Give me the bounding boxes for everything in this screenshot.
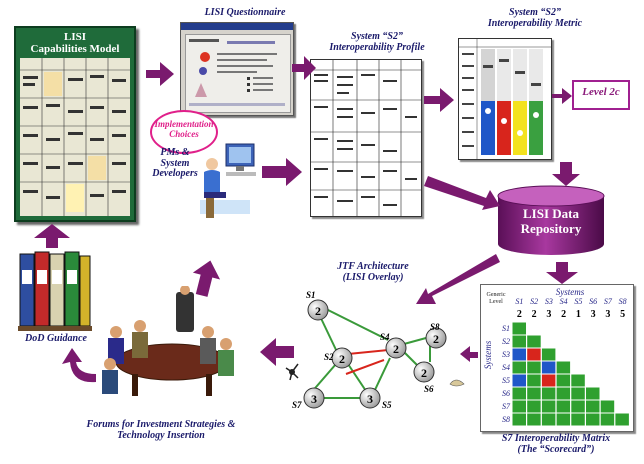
generic-level: 3 [590,309,596,320]
row-s2: S2 [502,337,510,346]
questionnaire-titlebar [181,23,293,30]
node-s1-value: 2 [315,304,321,318]
metric-grid [459,39,551,159]
lisi-model-title: LISI Capabilities Model [30,31,120,55]
row-s4: S4 [502,363,510,372]
generic-level: 3 [605,309,611,320]
meeting-scene [102,286,234,396]
node-s7-value: 3 [311,392,317,406]
generic-level: 2 [531,309,537,320]
scorecard-systems-label: Systems [555,287,585,297]
column-s2: S2 [530,297,539,306]
profile-title: System “S2” Interoperability Profile [329,31,425,53]
arrow-right-icon [552,88,572,104]
node-s5-label: S5 [382,400,392,410]
scorecard-row-labels: S1 S2 S3 S4 S5 S6 S7 S8 [494,322,510,426]
metric-title: System “S2” Interoperability Metric [487,7,583,29]
developers-label: PMs & System Developers [152,147,198,179]
node-s4-value: 2 [433,332,439,346]
architecture-graph [285,299,465,409]
lisi-model-grid [20,58,130,216]
node-s1-label: S1 [306,290,316,300]
generic-level: 2 [516,309,522,320]
row-s8: S8 [502,415,510,424]
row-s5: S5 [502,376,510,385]
arrow-right-icon [262,158,302,186]
arrow-right-icon [146,62,174,86]
architecture-title: JTF Architecture (LISI Overlay) [337,261,409,283]
questionnaire-window [180,22,294,116]
node-s6-value: 2 [421,366,427,380]
arrow-diagonal-icon [424,176,500,210]
arrow-down-icon [546,262,578,284]
developer-at-computer-icon [200,143,256,218]
node-s4-label: S4 [380,332,390,342]
scorecard-matrix [512,322,630,426]
dod-guidance-label: DoD Guidance [25,333,87,344]
arrow-down-icon [552,162,580,186]
node-s2-label: S2 [324,352,334,362]
scorecard-side-label: Systems [483,340,493,370]
data-repository-label: LISI Data Repository [520,206,582,236]
forums-caption: Forums for Investment Strategies & Techn… [86,419,236,441]
column-s4: S4 [559,297,568,306]
column-s7: S7 [603,297,612,306]
row-s3: S3 [502,350,510,359]
generic-level: 3 [546,309,552,320]
level-value: Level 2c [582,86,620,98]
row-s6: S6 [502,389,510,398]
questionnaire-form [189,39,285,106]
dod-guidance-binders [18,251,92,331]
arrow-up-icon [34,224,70,248]
column-s3: S3 [544,297,553,306]
node-s7-label: S7 [292,400,302,410]
node-s5-value: 3 [367,392,373,406]
node-s6-label: S6 [424,384,434,394]
row-s7: S7 [502,402,510,411]
row-s1: S1 [502,324,510,333]
scorecard-caption: S7 Interoperability Matrix (The “Scoreca… [501,433,611,455]
arrow-right-icon [424,88,454,112]
level-badge [572,80,630,110]
implementation-choices-bubble [150,110,218,154]
scorecard-columns: S1 S2 S3 S4 S5 S6 S7 S8 [512,297,630,307]
generic-level: 5 [620,309,626,320]
node-s3-value: 2 [393,342,399,356]
column-s8: S8 [618,297,627,306]
arrow-curved-icon [62,348,96,383]
generic-level: 1 [575,309,581,320]
column-s1: S1 [515,297,524,306]
scorecard-generic-levels: 2 2 3 2 1 3 3 5 [512,309,630,320]
column-s6: S6 [589,297,598,306]
interoperability-metric-chart [458,38,552,160]
node-s8-label: S8 [430,322,440,332]
interoperability-profile-table [310,59,422,217]
node-s2-value: 2 [339,352,345,366]
scorecard-level-label: Generic Level [486,292,506,305]
implementation-choices-label: Implementation Choices [154,119,214,139]
column-s5: S5 [574,297,583,306]
lisi-capabilities-model: LISI Capabilities Model [14,26,136,222]
profile-grid [311,60,421,216]
questionnaire-title: LISI Questionnaire [204,7,286,18]
generic-level: 2 [561,309,567,320]
